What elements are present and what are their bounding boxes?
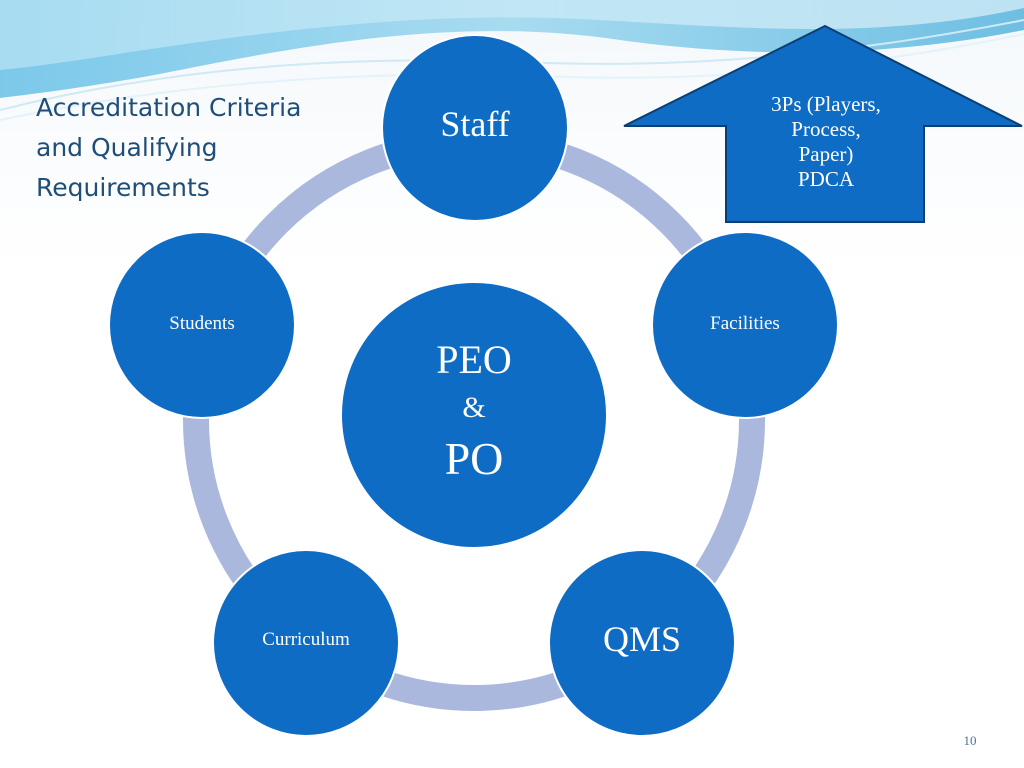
- slide-title-line-1: Accreditation Criteria: [36, 93, 302, 122]
- node-center-line-2: &: [462, 391, 486, 424]
- node-curriculum: Curriculum: [212, 549, 400, 737]
- callout-line-4: PDCA: [797, 167, 855, 191]
- callout-line-3: Paper): [798, 142, 854, 166]
- slide-title-line-3: Requirements: [36, 173, 210, 202]
- node-curriculum-label: Curriculum: [262, 629, 350, 650]
- node-staff: Staff: [381, 34, 569, 222]
- callout-line-1: 3Ps (Players,: [771, 92, 881, 116]
- callout-line-2: Process,: [791, 117, 861, 141]
- node-facilities: Facilities: [651, 231, 839, 419]
- node-students: Students: [108, 231, 296, 419]
- page-number: 10: [963, 733, 977, 748]
- node-students-label: Students: [169, 313, 235, 334]
- node-center-line-1: PEO: [436, 337, 512, 382]
- slide-title: Accreditation Criteria and Qualifying Re…: [36, 88, 356, 208]
- slide-title-line-2: and Qualifying: [36, 133, 218, 162]
- callout-text: 3Ps (Players, Process, Paper) PDCA: [728, 92, 924, 192]
- node-facilities-label: Facilities: [710, 313, 780, 334]
- up-arrow-shape: [623, 24, 1023, 223]
- node-center: PEO & PO: [340, 281, 608, 549]
- node-center-text: PEO & PO: [436, 335, 512, 487]
- node-staff-label: Staff: [440, 104, 510, 144]
- node-center-line-3: PO: [444, 433, 504, 484]
- node-qms-label: QMS: [602, 619, 682, 659]
- node-qms: QMS: [548, 549, 736, 737]
